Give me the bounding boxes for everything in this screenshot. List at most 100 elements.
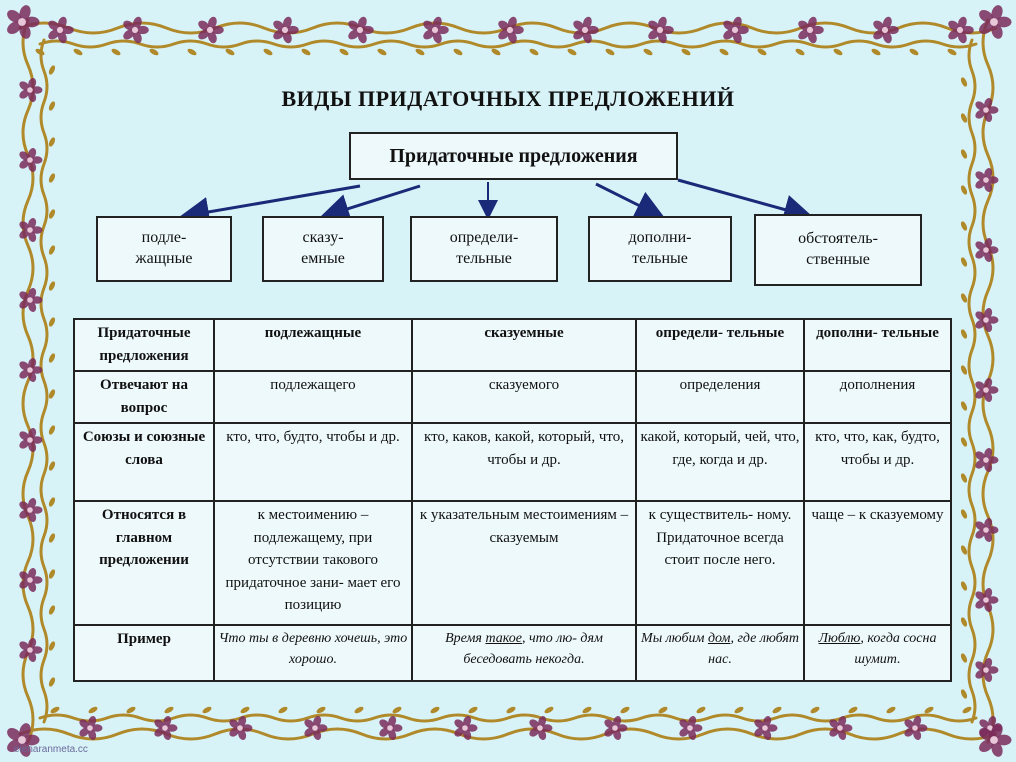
table-header-row: Придаточные предложения подлежащные сказ… [73,318,952,372]
kind-box-opredelitelnye: определи-тельные [410,216,558,282]
kind-line: емные [301,250,345,267]
table-row: Относятся в главном предложении к местои… [73,500,952,626]
table-cell: сказуемого [411,370,637,424]
flower-ornament [48,16,74,44]
kind-box-skazuemnye: сказу-емные [262,216,384,282]
table-cell: дополнения [803,370,952,424]
flower-ornament [679,715,703,741]
flower-ornament [975,517,999,543]
example-underlined: такое [485,631,522,646]
watermark: elenaranmeta.cc [14,744,88,755]
example-cell: Мы любим дом, где любят нас. [635,624,805,682]
flower-ornament [379,715,403,741]
flower-ornament [273,16,299,44]
flower-ornament [19,287,43,313]
flower-ornament [723,16,749,44]
example-cell: Время такое, что лю- дям беседовать неко… [411,624,637,682]
header-cell: Придаточные предложения [73,318,215,372]
flower-ornament [423,16,449,44]
example-underlined: дом [707,631,731,646]
table-cell: к указательным местоимениям – сказуемым [411,500,637,626]
header-cell: подлежащные [213,318,413,372]
flower-ornament [229,715,253,741]
flower-ornament [948,16,974,44]
row-label: Пример [73,624,215,682]
flower-ornament [19,427,43,453]
flower-ornament [979,723,1012,757]
flower-ornament [19,357,43,383]
flower-ornament [604,715,628,741]
table-cell: кто, каков, какой, который, что, чтобы и… [411,422,637,502]
flower-ornament [975,167,999,193]
flower-ornament [79,715,103,741]
table-cell: кто, что, будто, чтобы и др. [213,422,413,502]
header-cell: определи- тельные [635,318,805,372]
table-example-row: Пример Что ты в деревню хочешь, это хоро… [73,624,952,682]
row-label: Относятся в главном предложении [73,500,215,626]
flower-ornament [829,715,853,741]
table-cell: определения [635,370,805,424]
table-cell: подлежащего [213,370,413,424]
flower-ornament [454,715,478,741]
kind-line: жащные [135,250,193,267]
flower-ornament [123,16,149,44]
example-cell: Люблю, когда сосна шумит. [803,624,952,682]
kind-box-podlezhashchnye: подле-жащные [96,216,232,282]
table-row: Союзы и союзные слова кто, что, будто, ч… [73,422,952,502]
example-text: ты в деревню хочешь, это хорошо. [245,631,408,667]
flower-ornament [19,147,43,173]
kind-line: тельные [456,250,512,267]
example-text: , где любят нас. [708,631,799,667]
flower-ornament [573,16,599,44]
table-cell: к существитель- ному. Придаточное всегда… [635,500,805,626]
row-label: Отвечают на вопрос [73,370,215,424]
flower-ornament [904,715,928,741]
flower-ornament [975,307,999,333]
table-cell: чаще – к сказуемому [803,500,952,626]
flower-ornament [975,657,999,683]
page-title: ВИДЫ ПРИДАТОЧНЫХ ПРЕДЛОЖЕНИЙ [281,86,735,111]
kind-box-obstoyatelstvennye: обстоятель-ственные [754,214,922,286]
flower-ornament [754,715,778,741]
kind-line: тельные [632,250,688,267]
flower-ornament [19,77,43,103]
example-text: , что лю- дям беседовать некогда. [463,631,603,667]
flower-ornament [348,16,374,44]
flower-ornament [19,217,43,243]
flower-ornament [975,587,999,613]
example-text: , когда сосна шумит. [854,631,937,667]
flower-ornament [979,5,1012,39]
flower-ornament [304,715,328,741]
flower-ornament [498,16,524,44]
table-row: Отвечают на вопрос подлежащего сказуемог… [73,370,952,424]
kind-line: подле- [141,229,187,247]
flower-ornament [19,567,43,593]
table-cell: какой, который, чей, что, где, когда и д… [635,422,805,502]
kind-line: определи- [449,229,519,247]
header-cell: сказуемные [411,318,637,372]
example-text: Время [445,631,486,646]
table-cell: кто, что, как, будто, чтобы и др. [803,422,952,502]
comparison-table: Придаточные предложения подлежащные сказ… [73,318,952,682]
kind-line: ственные [806,251,870,268]
flower-ornament [873,16,899,44]
flower-ornament [975,97,999,123]
flower-ornament [975,377,999,403]
example-cell: Что ты в деревню хочешь, это хорошо. [213,624,413,682]
flower-ornament [975,447,999,473]
kind-line: обстоятель- [798,230,878,248]
table-cell: к местоимению – подлежащему, при отсутст… [213,500,413,626]
example-text: Что [218,631,246,646]
example-text: Мы любим [641,631,708,646]
flower-ornament [198,16,224,44]
flower-ornament [154,715,178,741]
flower-ornament [7,5,40,39]
flower-ornament [19,497,43,523]
flower-ornament [798,16,824,44]
flower-ornament [529,715,553,741]
flower-ornament [7,723,40,757]
root-box: Придаточные предложения [349,132,678,180]
flower-ornament [975,237,999,263]
flower-ornament [648,16,674,44]
